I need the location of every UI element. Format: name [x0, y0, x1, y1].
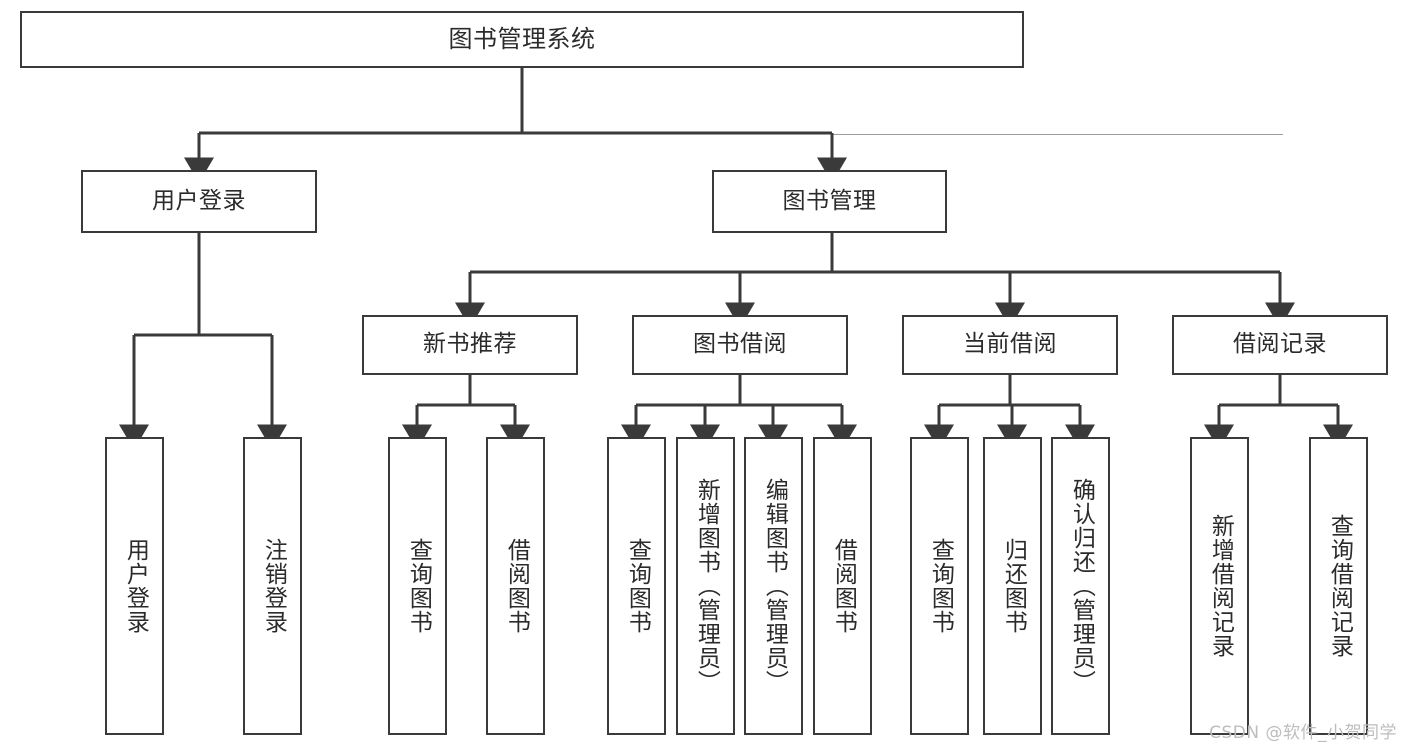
leaf-query-record-label: 查询借阅记录: [1326, 514, 1353, 658]
leaf-query-book-1[interactable]: 查询图书: [388, 437, 447, 735]
node-book-manage-label: 图书管理: [782, 187, 877, 214]
leaf-user-login-label: 用户登录: [122, 538, 149, 634]
node-borrow-record[interactable]: 借阅记录: [1172, 315, 1388, 375]
node-book-manage[interactable]: 图书管理: [712, 170, 947, 233]
leaf-borrow-book-2-label: 借阅图书: [830, 538, 857, 634]
leaf-user-logout[interactable]: 注销登录: [243, 437, 302, 735]
leaf-add-book[interactable]: 新增图书（管理员）: [676, 437, 735, 735]
leaf-return-book[interactable]: 归还图书: [983, 437, 1042, 735]
leaf-query-book-3[interactable]: 查询图书: [910, 437, 969, 735]
csdn-watermark: CSDN @软件_小贺同学: [1209, 723, 1397, 743]
node-book-borrow[interactable]: 图书借阅: [632, 315, 848, 375]
leaf-edit-book-label: 编辑图书（管理员）: [761, 478, 788, 694]
leaf-borrow-book-1-label: 借阅图书: [503, 538, 530, 634]
leaf-add-record-label: 新增借阅记录: [1207, 514, 1234, 658]
node-new-book-rec-label: 新书推荐: [423, 331, 517, 358]
node-user-login-label: 用户登录: [152, 187, 246, 214]
leaf-query-record[interactable]: 查询借阅记录: [1309, 437, 1368, 735]
leaf-confirm-return[interactable]: 确认归还（管理员）: [1051, 437, 1110, 735]
leaf-add-book-label: 新增图书（管理员）: [693, 478, 720, 694]
leaf-return-book-label: 归还图书: [1000, 538, 1027, 634]
leaf-confirm-return-label: 确认归还（管理员）: [1068, 478, 1095, 694]
node-current-borrow-label: 当前借阅: [963, 331, 1057, 358]
leaf-query-book-2-label: 查询图书: [624, 538, 651, 634]
leaf-edit-book[interactable]: 编辑图书（管理员）: [744, 437, 803, 735]
leaf-add-record[interactable]: 新增借阅记录: [1190, 437, 1249, 735]
node-borrow-record-label: 借阅记录: [1233, 331, 1327, 358]
leaf-query-book-2[interactable]: 查询图书: [607, 437, 666, 735]
leaf-query-book-3-label: 查询图书: [927, 538, 954, 634]
node-current-borrow[interactable]: 当前借阅: [902, 315, 1118, 375]
leaf-user-logout-label: 注销登录: [260, 538, 287, 634]
leaf-user-login[interactable]: 用户登录: [105, 437, 164, 735]
node-user-login[interactable]: 用户登录: [81, 170, 317, 233]
leaf-query-book-1-label: 查询图书: [405, 538, 432, 634]
node-root[interactable]: 图书管理系统: [20, 11, 1024, 68]
leaf-borrow-book-2[interactable]: 借阅图书: [813, 437, 872, 735]
node-root-label: 图书管理系统: [448, 25, 596, 54]
leaf-borrow-book-1[interactable]: 借阅图书: [486, 437, 545, 735]
node-book-borrow-label: 图书借阅: [693, 331, 787, 358]
node-new-book-rec[interactable]: 新书推荐: [362, 315, 578, 375]
